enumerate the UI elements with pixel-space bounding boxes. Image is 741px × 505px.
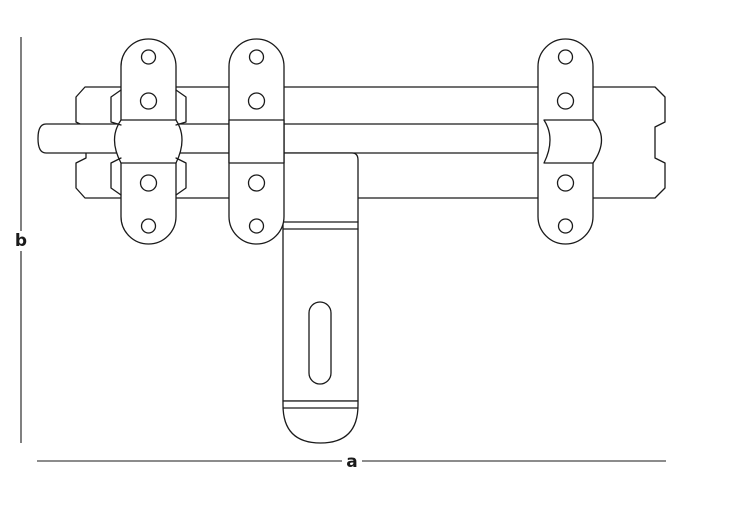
left-guide-top-inner <box>110 89 122 126</box>
left-guide-bottom <box>175 157 187 196</box>
left-guide-bottom-inner <box>110 157 122 196</box>
middle-strap-sleeve <box>228 119 285 164</box>
bolt-bar <box>37 123 544 154</box>
left-strap <box>113 38 183 245</box>
dimension-label-b: b <box>15 231 27 251</box>
left-guide-top <box>175 89 187 126</box>
left-strap-sleeve <box>113 119 183 164</box>
right-strap <box>537 38 603 245</box>
dimension-label-a: a <box>346 452 357 472</box>
right-strap-sleeve <box>543 119 603 164</box>
hasp-slot <box>308 301 332 385</box>
hasp <box>282 152 359 444</box>
middle-strap <box>228 38 285 245</box>
